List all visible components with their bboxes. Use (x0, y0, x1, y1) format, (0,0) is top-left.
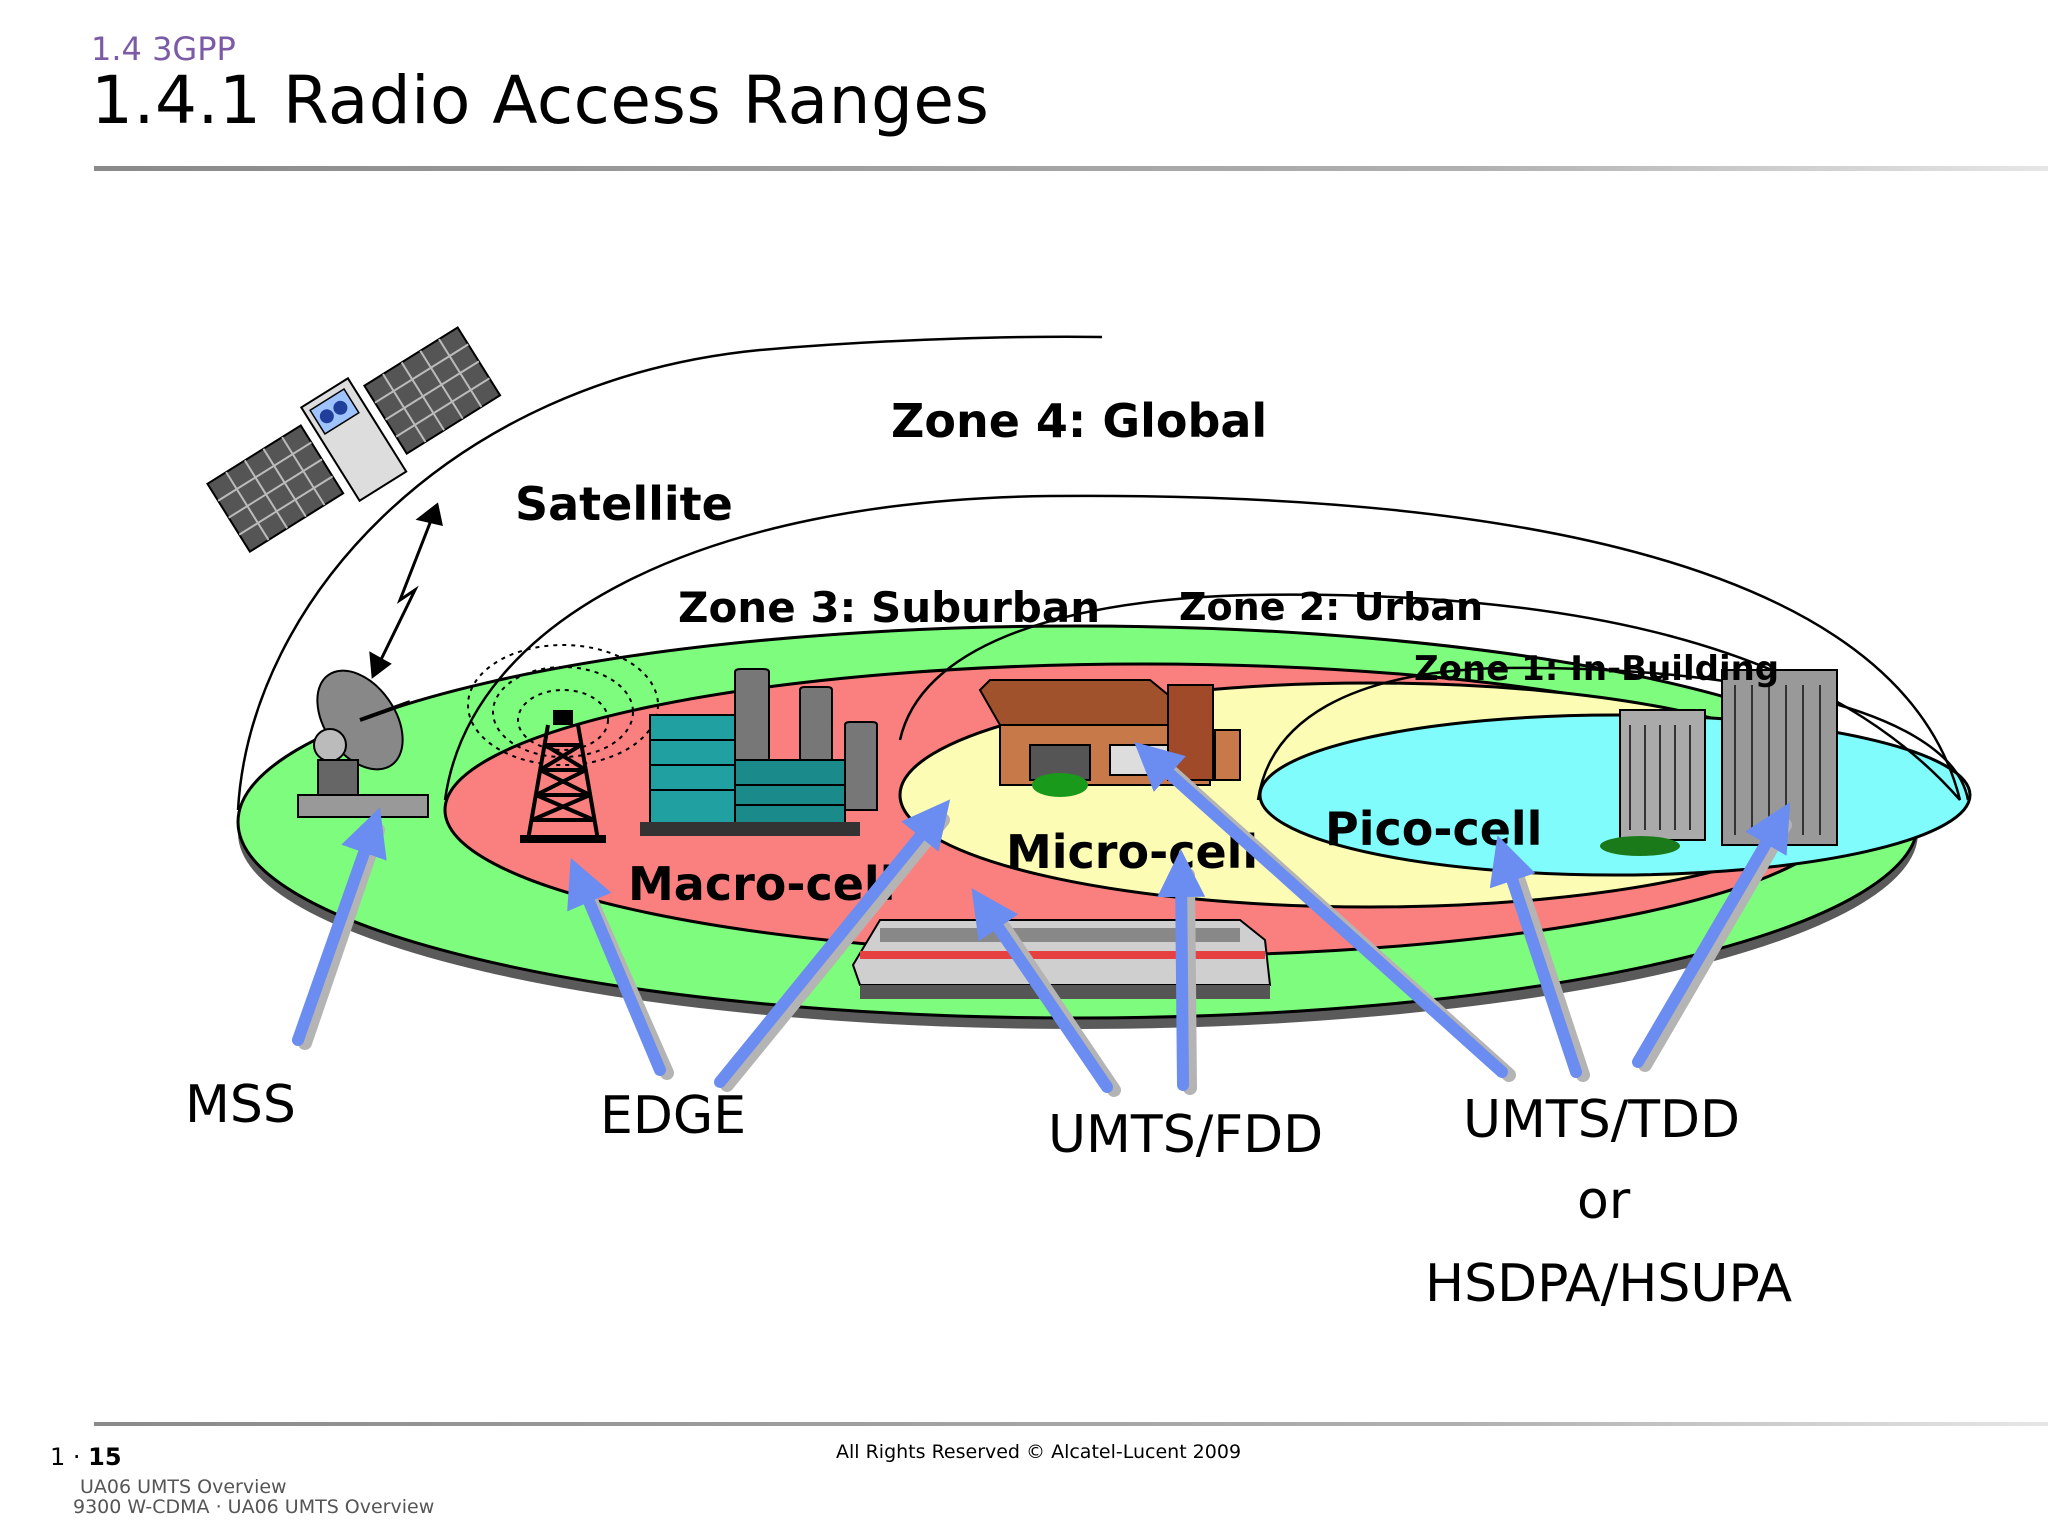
copyright-notice: All Rights Reserved © Alcatel-Lucent 200… (836, 1441, 1242, 1463)
arrow-edge-macro (567, 857, 666, 1076)
house-icon (978, 679, 1241, 797)
satellite-icon (206, 326, 502, 553)
arrow-tdd-tower (1632, 802, 1791, 1068)
arrow-mss (292, 807, 387, 1046)
hsdpa-hsupa-label: HSDPA/HSUPA (1425, 1254, 1792, 1314)
industrial-plant-icon (640, 668, 878, 836)
pico-cell-label: Pico-cell (1325, 802, 1542, 856)
umts-fdd-label: UMTS/FDD (1048, 1105, 1323, 1165)
edge-label: EDGE (600, 1086, 746, 1146)
satellite-link (369, 502, 443, 679)
arrow-tdd-house (1134, 741, 1508, 1078)
umts-tdd-label: UMTS/TDD (1463, 1090, 1740, 1150)
macro-cell-label: Macro-cell (628, 857, 895, 911)
train-icon (851, 919, 1272, 999)
title-divider (94, 166, 2048, 171)
radio-tower-icon (467, 644, 659, 843)
micro-cell-label: Micro-cell (1006, 825, 1258, 879)
zone3-label: Zone 3: Suburban (678, 583, 1100, 632)
slide-title: 1.4.1 Radio Access Ranges (91, 62, 990, 139)
office-towers-icon (1600, 669, 1838, 856)
footer-product-title: 9300 W-CDMA · UA06 UMTS Overview (73, 1496, 435, 1518)
zone4-label: Zone 4: Global (891, 394, 1267, 448)
footer-course-title: UA06 UMTS Overview (80, 1476, 287, 1498)
page-number-value: 15 (88, 1443, 122, 1471)
or-label: or (1577, 1171, 1631, 1231)
footer-divider (94, 1422, 2048, 1426)
zone1-label: Zone 1: In-Building (1414, 649, 1779, 689)
zone2-label: Zone 2: Urban (1179, 585, 1483, 629)
technology-arrows (292, 741, 1792, 1097)
arrow-tdd-pico (1489, 835, 1582, 1078)
arrow-fdd-train (971, 888, 1113, 1093)
arrow-fdd-micro (1157, 849, 1206, 1091)
section-label: 1.4 3GPP (91, 30, 236, 68)
page-prefix: 1 · (50, 1443, 89, 1471)
mss-label: MSS (185, 1075, 296, 1135)
page-number: 1 · 15 (50, 1443, 122, 1471)
dish-antenna-icon (297, 669, 429, 818)
arrow-edge-micro (714, 799, 951, 1088)
satellite-label: Satellite (515, 477, 733, 531)
